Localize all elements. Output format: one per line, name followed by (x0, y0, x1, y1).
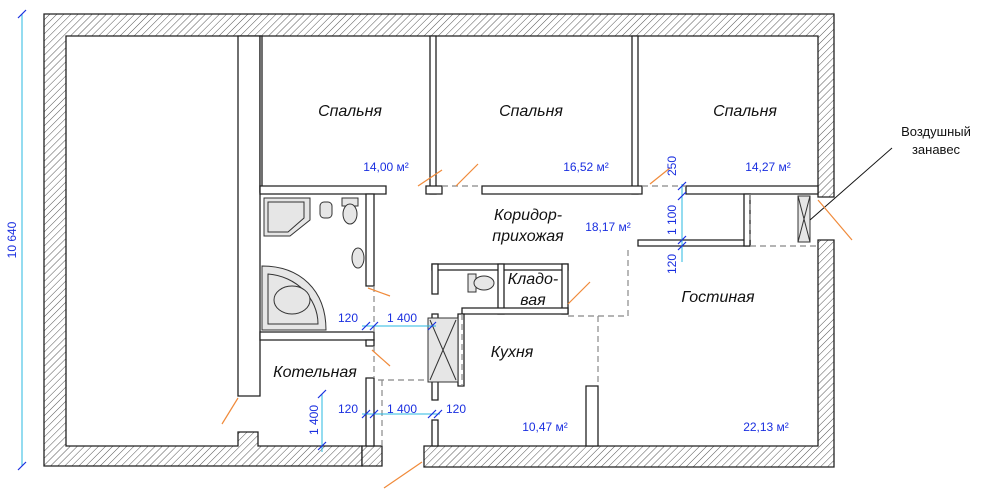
kitchen-area: 10,47 м² (522, 420, 568, 434)
air-curtain-label-line1: Воздушный (901, 124, 971, 139)
dashed-openings (373, 185, 818, 446)
dimension-lines (17, 9, 687, 471)
dimension-120-upper-left: 120 (338, 311, 358, 325)
sink-icon (319, 201, 333, 219)
overall-height-dimension: 10 640 (5, 221, 19, 258)
kitchen-name: Кухня (491, 344, 534, 361)
dimension-120-right: 120 (665, 254, 679, 274)
orange-markers (221, 163, 853, 489)
bedroom-2-area: 16,52 м² (563, 160, 609, 174)
air-curtain-icon (797, 147, 893, 243)
dimension-1400-upper: 1 400 (387, 311, 417, 325)
bedroom-3-area: 14,27 м² (745, 160, 791, 174)
pantry-name-line1: Кладо- (508, 271, 558, 288)
bedroom-1-name: Спальня (318, 103, 382, 120)
corridor-area: 18,17 м² (585, 220, 631, 234)
dimension-120-lower-right: 120 (446, 402, 466, 416)
toilet-bowl-icon (342, 203, 358, 225)
bedroom-2-name: Спальня (499, 103, 563, 120)
bidet-icon (351, 247, 365, 269)
dimension-1100: 1 100 (665, 205, 679, 235)
bedroom-1-area: 14,00 м² (363, 160, 409, 174)
dimension-250: 250 (665, 156, 679, 176)
dimension-120-lower-left: 120 (338, 402, 358, 416)
corridor-name-line1: Коридор- (494, 207, 562, 224)
dimension-1400-lower: 1 400 (387, 402, 417, 416)
dimension-1400-vertical: 1 400 (307, 405, 321, 435)
boiler-room-name: Котельная (273, 364, 357, 381)
corridor-name-line2: прихожая (492, 228, 564, 245)
pantry-toilet-bowl-icon (473, 275, 495, 291)
air-curtain-label-line2: занавес (912, 142, 961, 157)
living-room-name: Гостиная (681, 289, 755, 306)
pantry-name-line2: вая (520, 292, 546, 309)
exterior-walls (43, 13, 835, 468)
bathroom-fixtures (261, 197, 495, 383)
bedroom-3-name: Спальня (713, 103, 777, 120)
living-room-area: 22,13 м² (743, 420, 789, 434)
